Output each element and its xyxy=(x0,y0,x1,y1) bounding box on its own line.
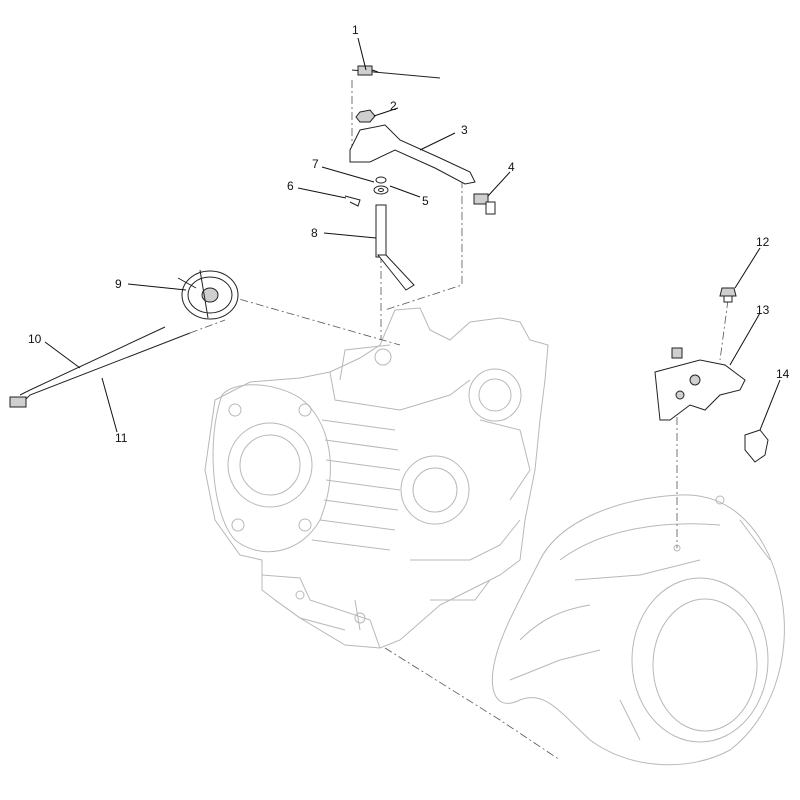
part-8-governor-shaft xyxy=(375,204,415,291)
blower-housing xyxy=(492,494,785,766)
part-9-governor-gear xyxy=(177,269,239,320)
callout-12: 12 xyxy=(756,235,770,249)
callout-5: 5 xyxy=(422,194,429,208)
leader-lines xyxy=(44,37,781,433)
part-12-bolt xyxy=(719,287,737,303)
part-2-nut xyxy=(355,109,376,123)
callout-14: 14 xyxy=(776,367,790,381)
callout-11: 11 xyxy=(115,431,128,445)
part-14-knob xyxy=(744,429,769,463)
part-7-washer xyxy=(375,176,387,184)
callout-6: 6 xyxy=(287,179,294,193)
callout-7: 7 xyxy=(312,157,319,171)
callout-9: 9 xyxy=(115,277,122,291)
callout-3: 3 xyxy=(461,123,468,137)
part-5-washer xyxy=(373,185,389,195)
part-3-governor-arm xyxy=(349,124,476,185)
assembly-lines xyxy=(189,80,729,761)
part-10-11-rod-spring xyxy=(9,326,191,408)
callout-10: 10 xyxy=(28,332,42,346)
engine-block xyxy=(204,307,549,649)
callout-4: 4 xyxy=(508,160,515,174)
callout-2: 2 xyxy=(390,99,397,113)
part-4-bolt xyxy=(473,193,496,215)
callout-13: 13 xyxy=(756,303,770,317)
part-13-throttle-bracket xyxy=(654,347,746,421)
callout-1: 1 xyxy=(352,23,359,37)
callout-8: 8 xyxy=(311,226,318,240)
part-6-clip xyxy=(344,195,361,207)
